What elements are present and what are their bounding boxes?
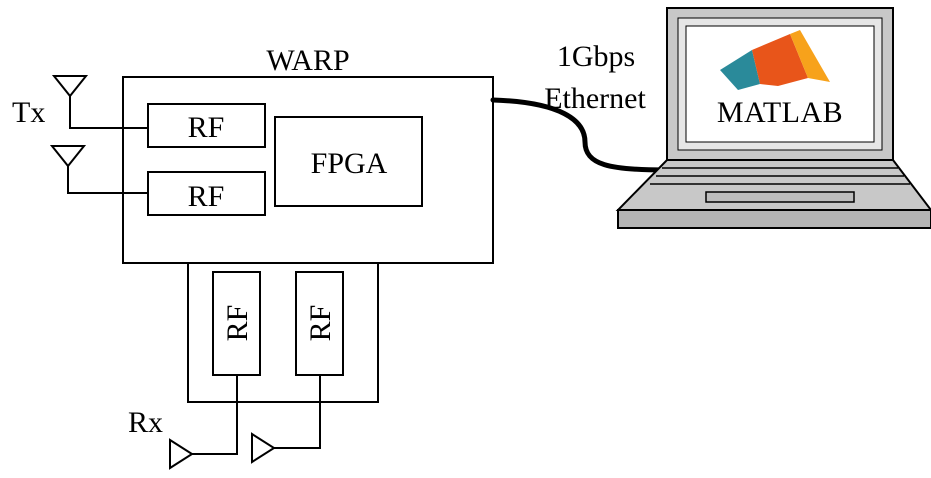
laptop-touchpad [705, 191, 855, 203]
matlab-logo [720, 30, 830, 90]
tx-antenna-2-feed [67, 166, 148, 194]
antenna-icon [169, 438, 194, 470]
rx-antenna-2 [251, 375, 321, 464]
tx-antenna-1-feed [69, 96, 148, 129]
laptop-front-edge [617, 209, 931, 229]
tx-antenna-2 [49, 145, 148, 194]
rx-antenna-1 [169, 375, 238, 470]
rx-rf-1: RF [212, 271, 261, 376]
rx-rf-1-label: RF [221, 305, 254, 342]
tx-label: Tx [12, 96, 45, 129]
link-label-line1: 1Gbps [557, 40, 635, 73]
fpga-outline [274, 116, 423, 207]
ethernet-cable [490, 97, 668, 173]
tx-rf-2-label: RF [188, 180, 225, 213]
matlab-logo-highlight [790, 30, 830, 82]
rx-rf-2: RF [295, 271, 344, 376]
tx-antenna-1 [51, 75, 148, 129]
matlab-logo-teal [720, 50, 760, 90]
tx-rf-1: RF [147, 103, 266, 148]
fpga-block: FPGA [274, 116, 423, 207]
fpga-label: FPGA [311, 147, 388, 180]
tx-rf-1-outline [147, 103, 266, 148]
rx-antenna-2-feed [274, 375, 321, 449]
warp-label: WARP [266, 44, 349, 77]
matlab-logo-orange [752, 34, 808, 86]
tx-rf-1-label: RF [188, 111, 225, 144]
rx-rf-2-outline [295, 271, 344, 376]
rx-rf-2-label: RF [304, 305, 337, 342]
antenna-icon [49, 145, 87, 168]
rx-label: Rx [128, 406, 163, 439]
antenna-icon [51, 75, 89, 98]
matlab-label: MATLAB [717, 96, 843, 129]
tx-rf-2-outline [147, 171, 266, 216]
tx-rf-2: RF [147, 171, 266, 216]
antenna-icon [251, 432, 276, 464]
rx-antenna-1-feed [192, 375, 238, 455]
link-label-line2: Ethernet [544, 82, 646, 115]
laptop-icon: MATLAB [615, 7, 931, 229]
